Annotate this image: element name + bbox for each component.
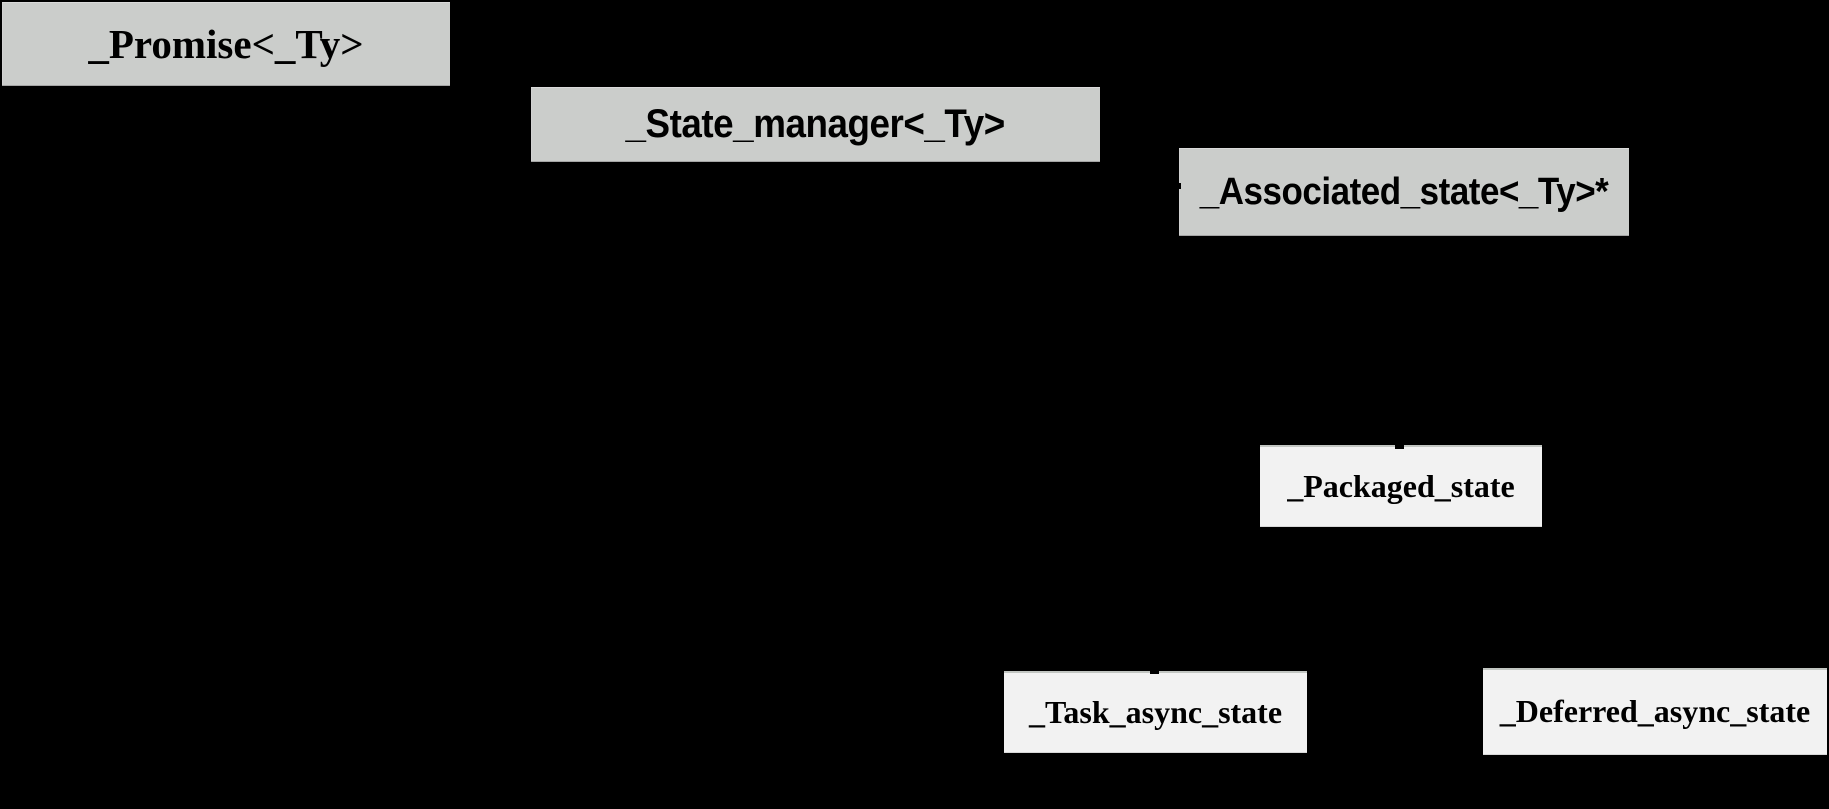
node-packaged-state: _Packaged_state bbox=[1260, 445, 1542, 527]
node-deferred-async-state-label: _Deferred_async_state bbox=[1499, 693, 1811, 729]
arrow-tip-icon bbox=[1395, 445, 1404, 449]
node-state-manager-label: _State_manager<_Ty> bbox=[625, 102, 1006, 146]
node-task-async-state-label: _Task_async_state bbox=[1028, 693, 1283, 730]
node-state-manager: _State_manager<_Ty> bbox=[531, 87, 1100, 162]
arrow-tip-icon bbox=[1150, 671, 1159, 674]
node-promise-label: _Promise<_Ty> bbox=[88, 21, 364, 67]
node-deferred-async-state: _Deferred_async_state bbox=[1483, 668, 1827, 755]
node-task-async-state: _Task_async_state bbox=[1004, 671, 1307, 753]
node-associated-state-label: _Associated_state<_Ty>* bbox=[1199, 170, 1609, 213]
node-promise: _Promise<_Ty> bbox=[2, 2, 450, 86]
node-packaged-state-label: _Packaged_state bbox=[1287, 467, 1515, 504]
arrow-tip-icon bbox=[1174, 183, 1181, 189]
node-associated-state: _Associated_state<_Ty>* bbox=[1179, 148, 1629, 236]
